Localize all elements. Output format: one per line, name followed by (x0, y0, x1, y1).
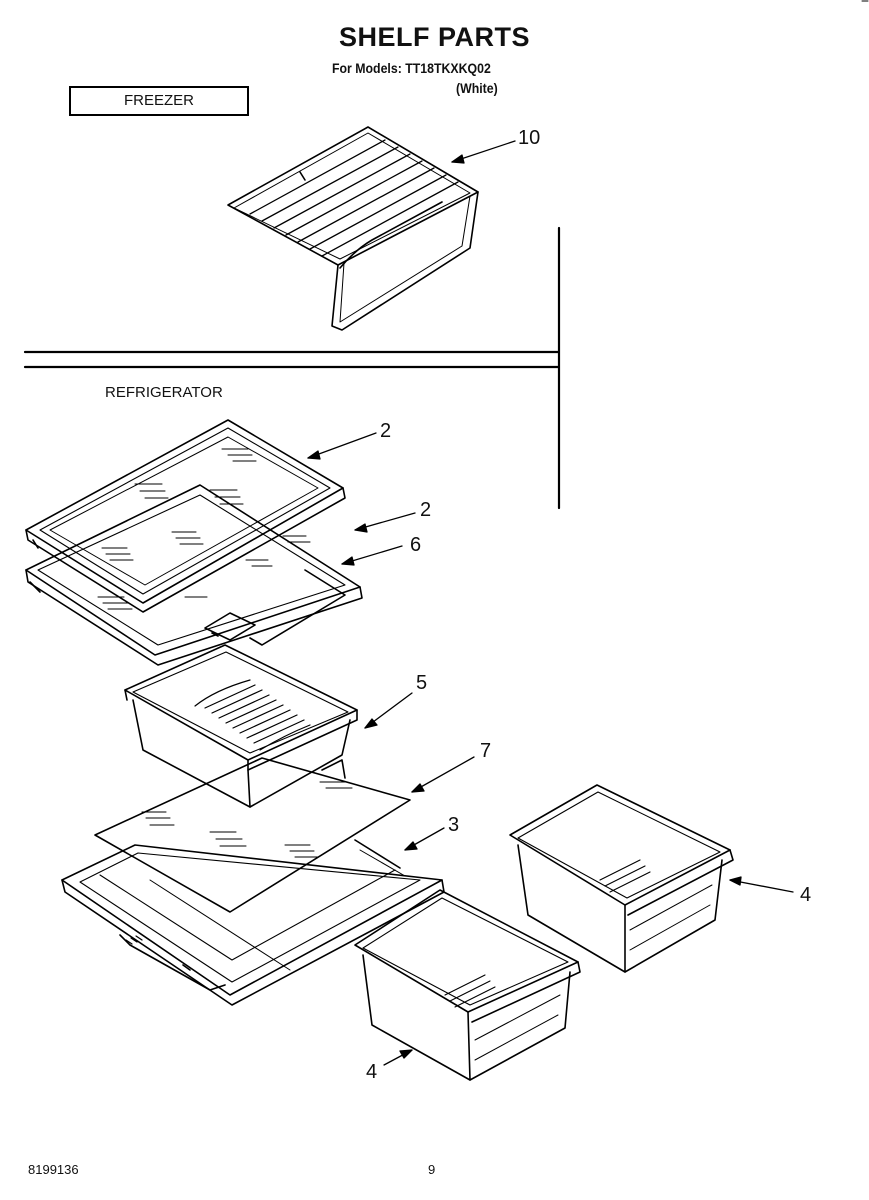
page-title: SHELF PARTS (338, 22, 530, 52)
freezer-wire-shelf-drawing (227, 126, 479, 331)
crisper-glass-cover-drawing (94, 757, 411, 913)
section-divider (23, 226, 561, 510)
callout-2-upper: 2 (380, 420, 392, 442)
callout-7: 7 (480, 740, 492, 762)
callout-6: 6 (410, 534, 422, 556)
crisper-drawer-left-drawing (354, 889, 581, 1081)
glass-shelf-lower-drawing (25, 484, 363, 666)
page-number: 9 (428, 1162, 436, 1177)
refrigerator-section-label: REFRIGERATOR (105, 384, 223, 401)
crisper-drawer-right-drawing (509, 784, 734, 973)
color-note: (White) (456, 80, 498, 96)
callout-10: 10 (518, 127, 541, 149)
glass-shelf-upper-drawing (25, 419, 346, 613)
shelf-frame-drawing (204, 569, 346, 646)
callout-5: 5 (416, 672, 428, 694)
callout-4-right: 4 (800, 884, 812, 906)
leader-arrows (307, 140, 794, 1066)
freezer-section-label: FREEZER (69, 86, 249, 116)
callout-4-left: 4 (366, 1061, 378, 1083)
document-number: 8199136 (28, 1162, 79, 1177)
callout-2-lower: 2 (420, 499, 432, 521)
meat-pan-drawing (124, 644, 358, 808)
crisper-cover-frame-drawing (61, 839, 445, 1006)
model-number: For Models: TT18TKXKQ02 (332, 60, 491, 76)
callout-3: 3 (448, 814, 460, 836)
